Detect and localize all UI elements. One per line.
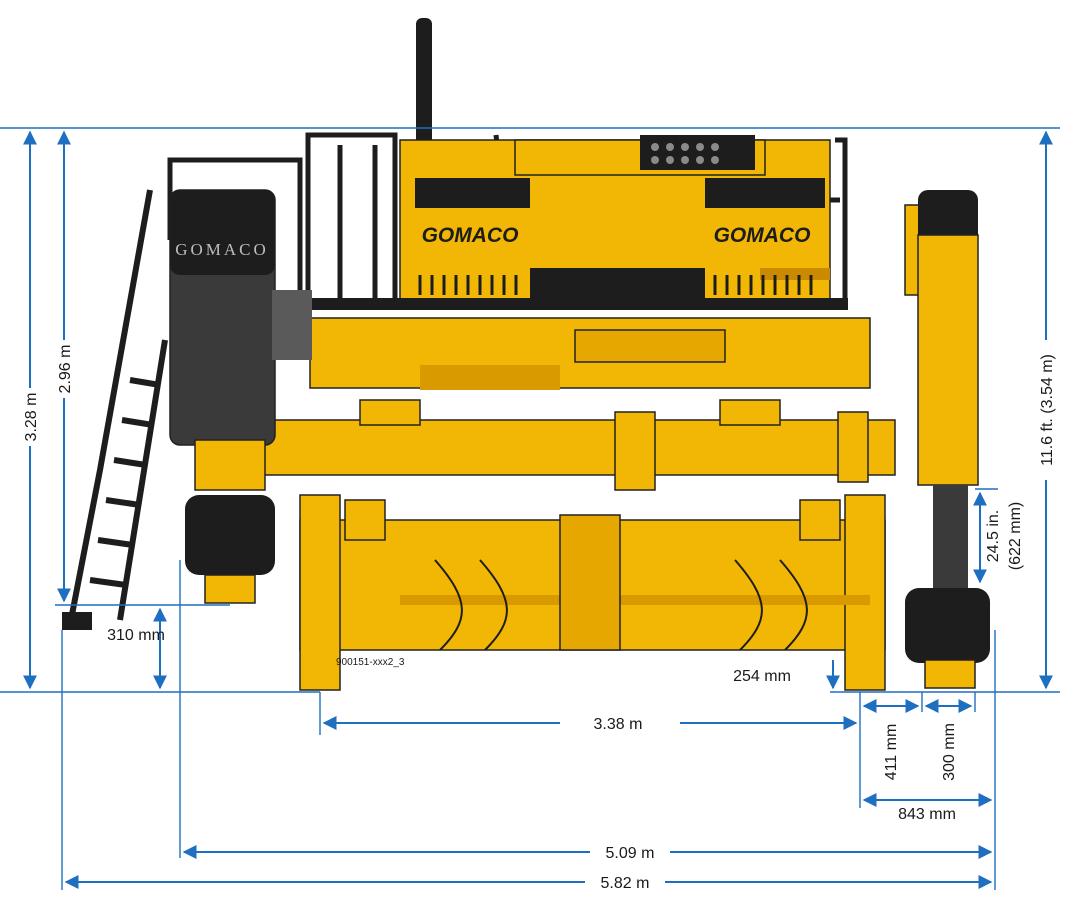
vibrator-mount-left — [344, 499, 386, 541]
cowl-vents — [418, 275, 813, 295]
frame-shade — [420, 365, 560, 390]
dim-height-right-label: 11.6 ft. (3.54 m) — [1039, 354, 1056, 466]
left-panel-top — [415, 178, 530, 208]
dim-offset-b-label: 300 mm — [941, 723, 958, 781]
cowl-base-band — [530, 268, 705, 300]
exhaust-stack — [416, 18, 432, 168]
valve-block-center — [614, 411, 656, 491]
left-track-frame — [204, 574, 256, 604]
label-bg — [20, 388, 42, 446]
label-bg — [54, 340, 76, 398]
dim-ground-right-label: 254 mm — [733, 668, 791, 685]
ladder-foot — [62, 612, 92, 630]
vibrator-mount-right — [799, 499, 841, 541]
control-panel — [640, 135, 755, 170]
drum-label: GOMACO — [175, 240, 269, 259]
left-track — [185, 495, 275, 575]
label-bg — [590, 840, 670, 864]
mold-sideplate-left — [299, 494, 341, 691]
dim-overall-width-label: 5.82 m — [601, 875, 650, 892]
auger-shaft — [400, 595, 870, 605]
cowl-trim — [760, 268, 830, 280]
mold-center-block — [559, 514, 621, 651]
dim-track-lift-label-1: 24.5 in. — [985, 510, 1002, 562]
main-cross-beam — [204, 419, 896, 476]
control-panel-knobs — [651, 143, 719, 164]
valve-block-right — [837, 411, 869, 483]
label-bg — [1035, 340, 1057, 480]
operator-deck — [308, 298, 848, 310]
right-leg-piston — [933, 485, 968, 590]
dim-offset-a-label: 411 mm — [883, 724, 900, 781]
dim-height-deck-label: 2.96 m — [57, 345, 74, 394]
mold-sideplate-right — [844, 494, 886, 691]
frame-plate — [574, 329, 726, 363]
dim-offset-total-label: 843 mm — [898, 806, 956, 823]
dim-track-lift-label-2: (622 mm) — [1007, 502, 1024, 570]
dim-ground-left-label: 310 mm — [107, 627, 165, 644]
right-track — [905, 588, 990, 663]
right-leg-cylinder — [917, 234, 979, 486]
left-leg-bracket — [272, 290, 312, 360]
auger-flights — [434, 559, 808, 651]
dimension-lines: 3.28 m 2.96 m 11.6 ft. (3.54 m) 24.5 in.… — [0, 127, 1060, 894]
dim-height-total-label: 3.28 m — [23, 393, 40, 442]
brand-logo-left: GOMACO — [422, 224, 519, 247]
brand-logo-right: GOMACO — [714, 224, 811, 247]
left-leg-cap — [170, 190, 275, 275]
label-bg — [560, 711, 680, 735]
beam-bracket-right — [719, 399, 781, 426]
left-leg-swivel — [194, 439, 266, 491]
drawing-number: 900151-xxx2_3 — [336, 657, 405, 668]
beam-bracket-left — [359, 399, 421, 426]
access-ladder — [67, 189, 168, 626]
dim-mold-width-label: 3.38 m — [594, 716, 643, 733]
right-track-frame — [924, 659, 976, 689]
label-bg — [585, 870, 665, 894]
right-panel-top — [705, 178, 825, 208]
slipform-paver-illustration: GOMACO GOMACO GOMACO — [62, 18, 990, 691]
dim-track-span-label: 5.09 m — [606, 845, 655, 862]
